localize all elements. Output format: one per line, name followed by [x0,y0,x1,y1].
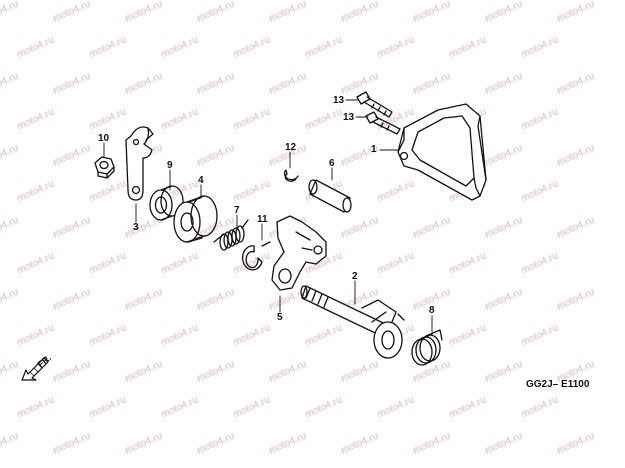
part-13-bolt-lower [365,111,401,135]
callout-1: 1 [371,144,377,155]
part-8-return-spring [411,329,443,366]
part-10-nut [94,156,115,179]
part-13-bolt-upper [356,91,393,118]
part-7-spring [213,219,249,251]
diagram-code: GG2J– E1100 [526,379,590,390]
callout-7: 7 [234,205,240,216]
callout-10: 10 [98,133,110,144]
callout-11: 11 [257,214,268,225]
part-12-clip [283,169,299,182]
part-3-lever [125,126,154,201]
part-6-pin [308,179,352,213]
part-2-spindle [300,285,405,359]
part-5-stopper-plate [271,215,327,291]
part-9-bearing [149,185,184,221]
callout-2: 2 [352,271,358,282]
callout-4: 4 [198,175,204,186]
callout-13-lower: 13 [343,112,355,123]
callout-5: 5 [277,312,283,323]
leader-lines [103,99,433,333]
part-11-clip [241,241,271,271]
callout-9: 9 [167,160,173,171]
part-1-bracket [397,103,487,201]
part-4-roller [173,195,218,243]
callout-6: 6 [329,158,335,169]
callout-13-upper: 13 [333,95,345,106]
callout-12: 12 [285,142,297,153]
callout-3: 3 [133,222,139,233]
callout-8: 8 [429,305,435,316]
front-arrow-icon [21,357,49,381]
